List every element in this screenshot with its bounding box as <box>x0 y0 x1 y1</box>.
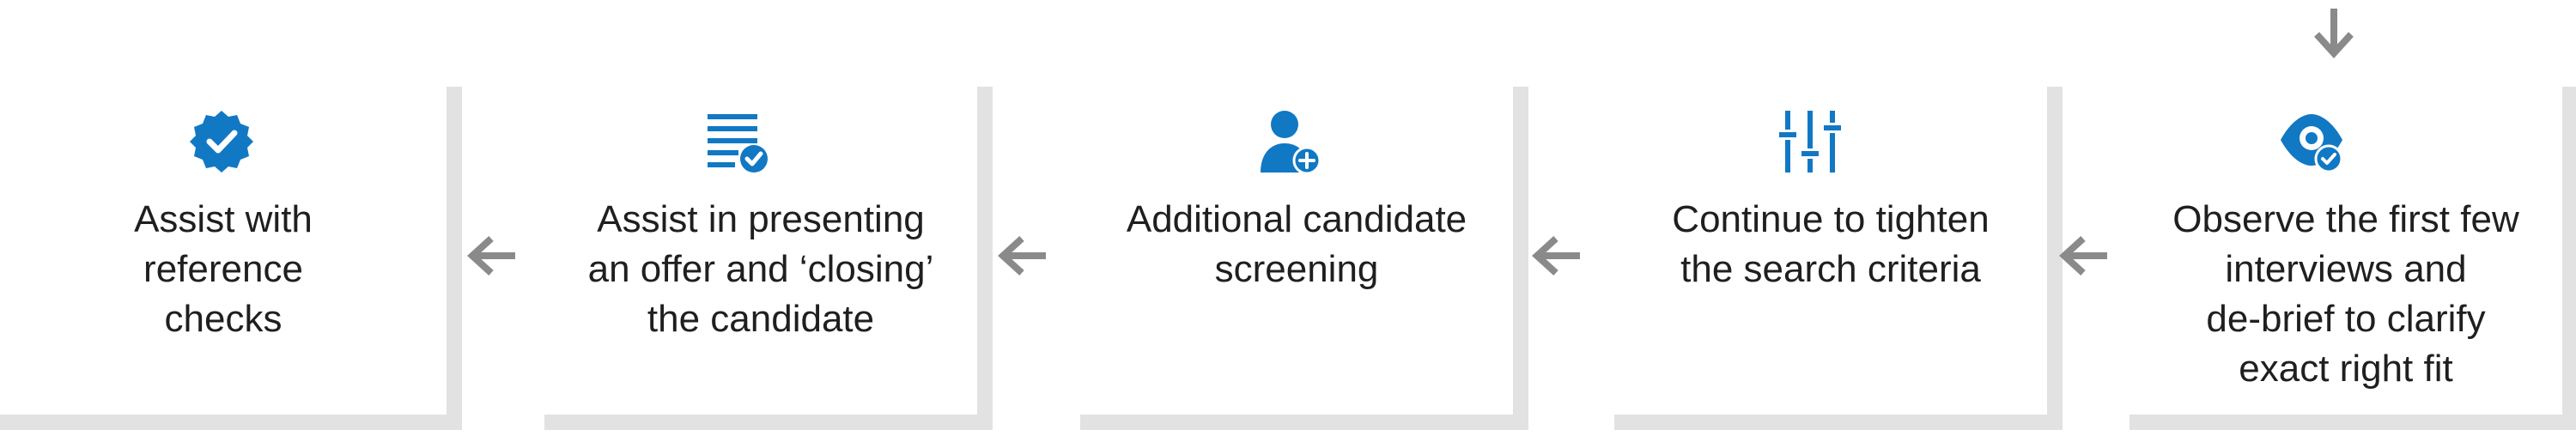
arrow-left-icon <box>467 234 519 277</box>
step-label: Assist with reference checks <box>134 198 313 340</box>
arrow-left-icon <box>998 234 1049 277</box>
step-label: Continue to tighten the search criteria <box>1672 198 1990 290</box>
step-label: Assist in presenting an offer and ‘closi… <box>587 198 934 340</box>
step-label: Observe the first few interviews and de-… <box>2172 198 2519 390</box>
arrow-down-icon <box>2310 5 2358 58</box>
step-candidate-screening: Additional candidate screening <box>1080 87 1528 430</box>
step-presenting-offer: Assist in presenting an offer and ‘closi… <box>544 87 993 430</box>
eye-check-icon <box>2279 109 2344 174</box>
arrow-left-icon <box>1532 234 1583 277</box>
verified-badge-icon <box>189 109 254 174</box>
sliders-icon <box>1777 109 1843 174</box>
step-label: Additional candidate screening <box>1126 198 1467 290</box>
step-observe-interviews: Observe the first few interviews and de-… <box>2129 87 2576 430</box>
step-reference-checks: Assist with reference checks <box>0 87 462 430</box>
step-tighten-criteria: Continue to tighten the search criteria <box>1614 87 2063 430</box>
document-check-icon <box>704 109 769 174</box>
add-user-icon <box>1257 109 1322 174</box>
arrow-left-icon <box>2059 234 2111 277</box>
